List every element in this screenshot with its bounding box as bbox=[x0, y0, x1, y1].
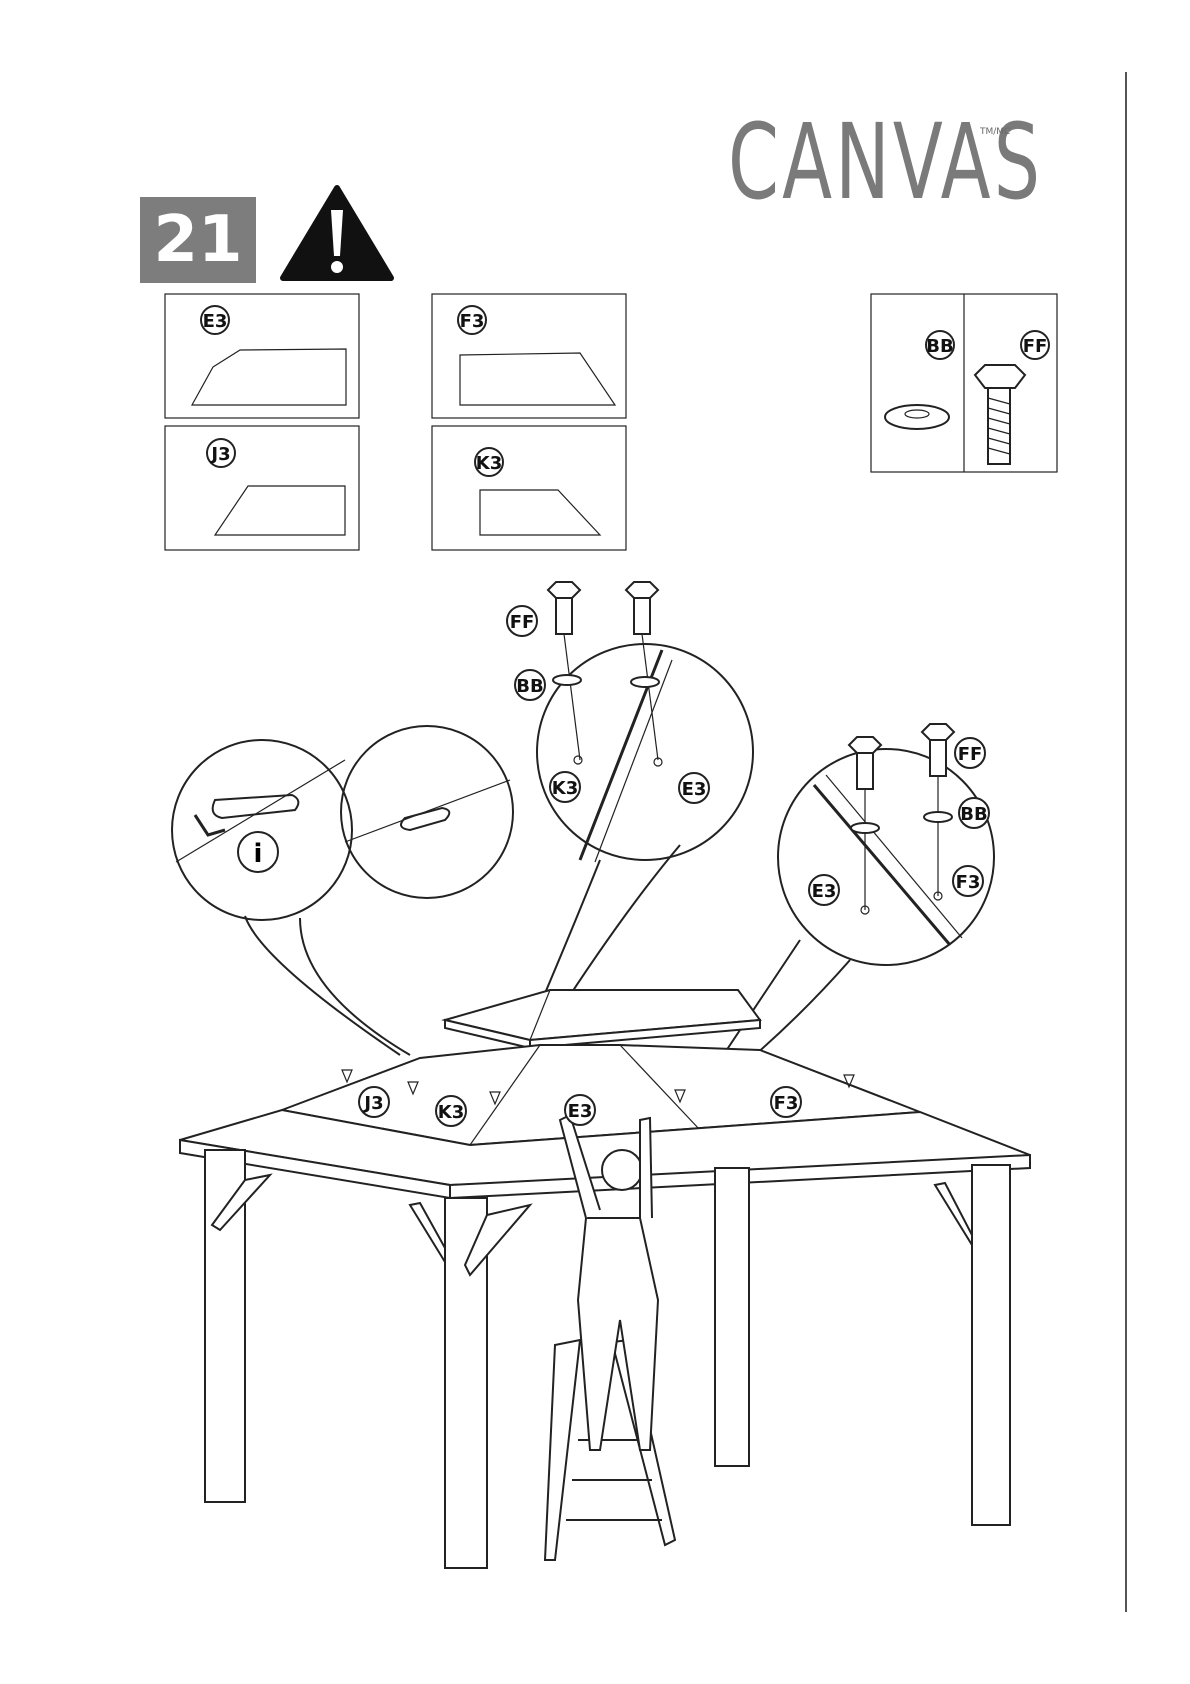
roof-label-k3: K3 bbox=[438, 1102, 464, 1123]
panel-label-j3: J3 bbox=[209, 444, 230, 465]
hardware-box: BB FF bbox=[871, 294, 1057, 472]
warning-icon bbox=[283, 188, 391, 278]
panel-box-f3: F3 bbox=[432, 294, 626, 418]
panel-box-j3: J3 bbox=[165, 426, 359, 550]
washer-icon bbox=[885, 405, 949, 429]
detail-top-label-e3: E3 bbox=[682, 779, 707, 800]
hardware-label-ff: FF bbox=[1023, 336, 1048, 357]
panel-label-e3: E3 bbox=[203, 311, 228, 332]
panel-label-k3: K3 bbox=[476, 453, 502, 474]
panel-box-k3: K3 bbox=[432, 426, 626, 550]
screw-icon bbox=[975, 365, 1025, 464]
roof-label-j3: J3 bbox=[362, 1093, 383, 1114]
detail-top-label-bb: BB bbox=[516, 676, 543, 697]
roof-label-e3: E3 bbox=[568, 1101, 593, 1122]
clip-detail-right bbox=[341, 726, 513, 898]
bolt-icon bbox=[849, 737, 881, 789]
info-icon: i bbox=[254, 839, 263, 869]
panel-label-f3: F3 bbox=[460, 311, 485, 332]
screw-icon bbox=[342, 1070, 352, 1082]
roof-label-f3: F3 bbox=[774, 1093, 799, 1114]
detail-right-label-bb: BB bbox=[960, 804, 987, 825]
detail-right-label-f3: F3 bbox=[956, 872, 981, 893]
bolt-icon bbox=[626, 582, 658, 634]
detail-right-label-e3: E3 bbox=[812, 881, 837, 902]
detail-top-label-k3: K3 bbox=[552, 778, 578, 799]
hardware-label-bb: BB bbox=[926, 336, 953, 357]
detail-top-label-ff: FF bbox=[510, 612, 535, 633]
bolt-icon bbox=[548, 582, 580, 634]
clip-detail-left: i bbox=[172, 740, 410, 1055]
gazebo-illustration: J3 K3 E3 F3 bbox=[180, 990, 1030, 1568]
panel-box-e3: E3 bbox=[165, 294, 359, 418]
detail-right-label-ff: FF bbox=[958, 744, 983, 765]
